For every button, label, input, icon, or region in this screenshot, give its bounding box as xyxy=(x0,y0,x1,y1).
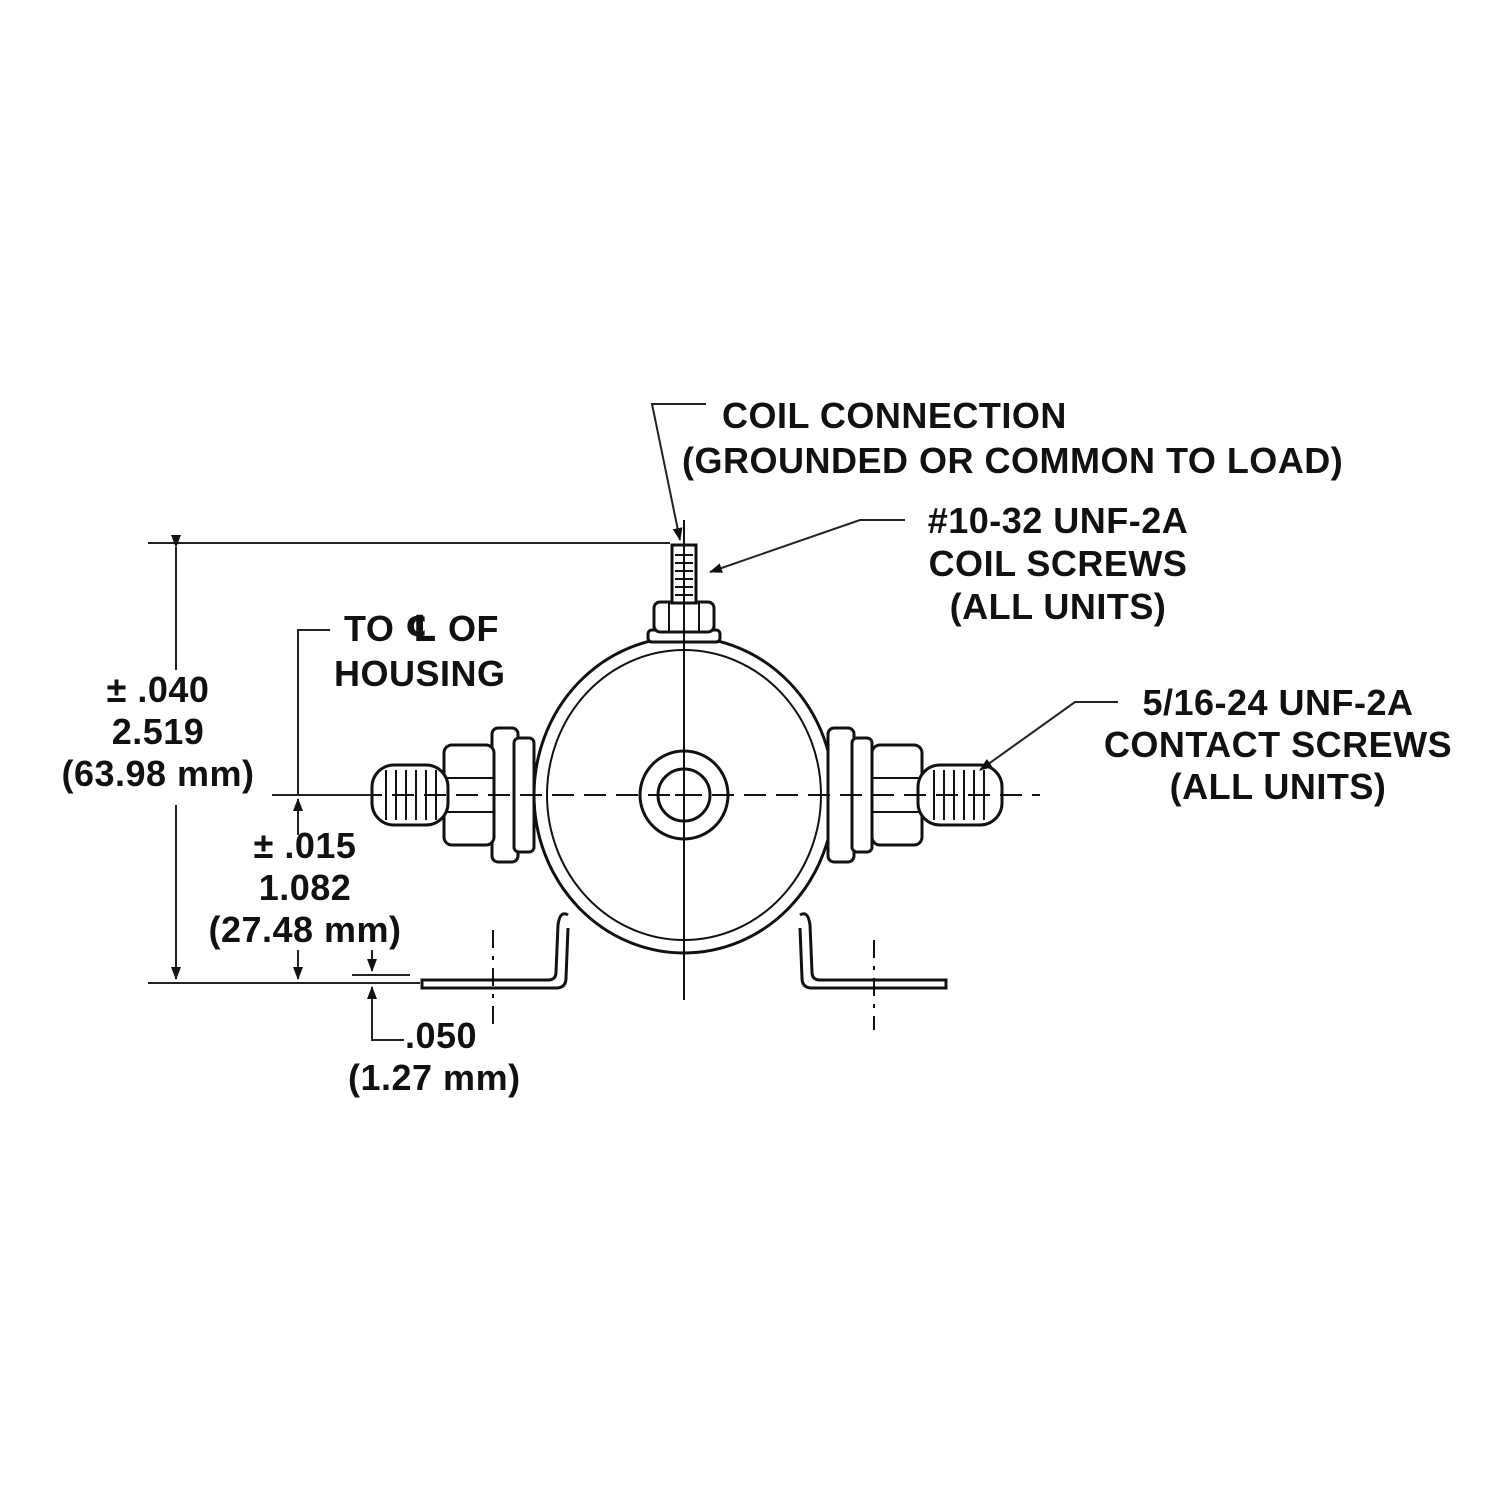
centerline-note: TO ℄ OF HOUSING xyxy=(334,608,506,694)
coil-connection-label: COIL CONNECTION (GROUNDED OR COMMON TO L… xyxy=(682,395,1343,481)
dimension-lines xyxy=(148,535,670,1041)
coil-screws-line3: (ALL UNITS) xyxy=(950,586,1167,627)
coil-connection-line1: COIL CONNECTION xyxy=(722,395,1067,436)
mounting-bracket xyxy=(420,912,948,990)
center-height-tolerance: ± .015 xyxy=(254,825,357,866)
contact-screws-line3: (ALL UNITS) xyxy=(1170,766,1387,807)
contact-screws-line1: 5/16-24 UNF-2A xyxy=(1142,682,1413,723)
bracket-thickness-metric: (1.27 mm) xyxy=(348,1057,521,1098)
coil-screws-label: #10-32 UNF-2A COIL SCREWS (ALL UNITS) xyxy=(928,500,1189,627)
coil-screws-line2: COIL SCREWS xyxy=(929,543,1188,584)
contact-screws-label: 5/16-24 UNF-2A CONTACT SCREWS (ALL UNITS… xyxy=(1104,682,1452,807)
centerline-symbol-icon: ℄ xyxy=(405,608,438,649)
overall-height-tolerance: ± .040 xyxy=(107,669,210,710)
bracket-thickness-dimension: .050 (1.27 mm) xyxy=(348,1015,521,1098)
contact-screws-line2: CONTACT SCREWS xyxy=(1104,724,1452,765)
centerline-note-to: TO xyxy=(344,608,394,649)
bracket-thickness-value: .050 xyxy=(405,1015,477,1056)
centerline-note-of: OF xyxy=(448,608,499,649)
centerline-note-housing: HOUSING xyxy=(334,653,506,694)
center-height-value: 1.082 xyxy=(259,867,352,908)
center-height-dimension: ± .015 1.082 (27.48 mm) xyxy=(208,825,401,950)
solenoid-body xyxy=(360,520,1040,1030)
coil-screws-line1: #10-32 UNF-2A xyxy=(928,500,1189,541)
center-height-metric: (27.48 mm) xyxy=(208,909,401,950)
overall-height-metric: (63.98 mm) xyxy=(61,753,254,794)
overall-height-dimension: ± .040 2.519 (63.98 mm) xyxy=(61,669,254,794)
overall-height-value: 2.519 xyxy=(112,711,205,752)
callout-leaders xyxy=(650,403,1118,771)
coil-connection-line2: (GROUNDED OR COMMON TO LOAD) xyxy=(682,440,1343,481)
